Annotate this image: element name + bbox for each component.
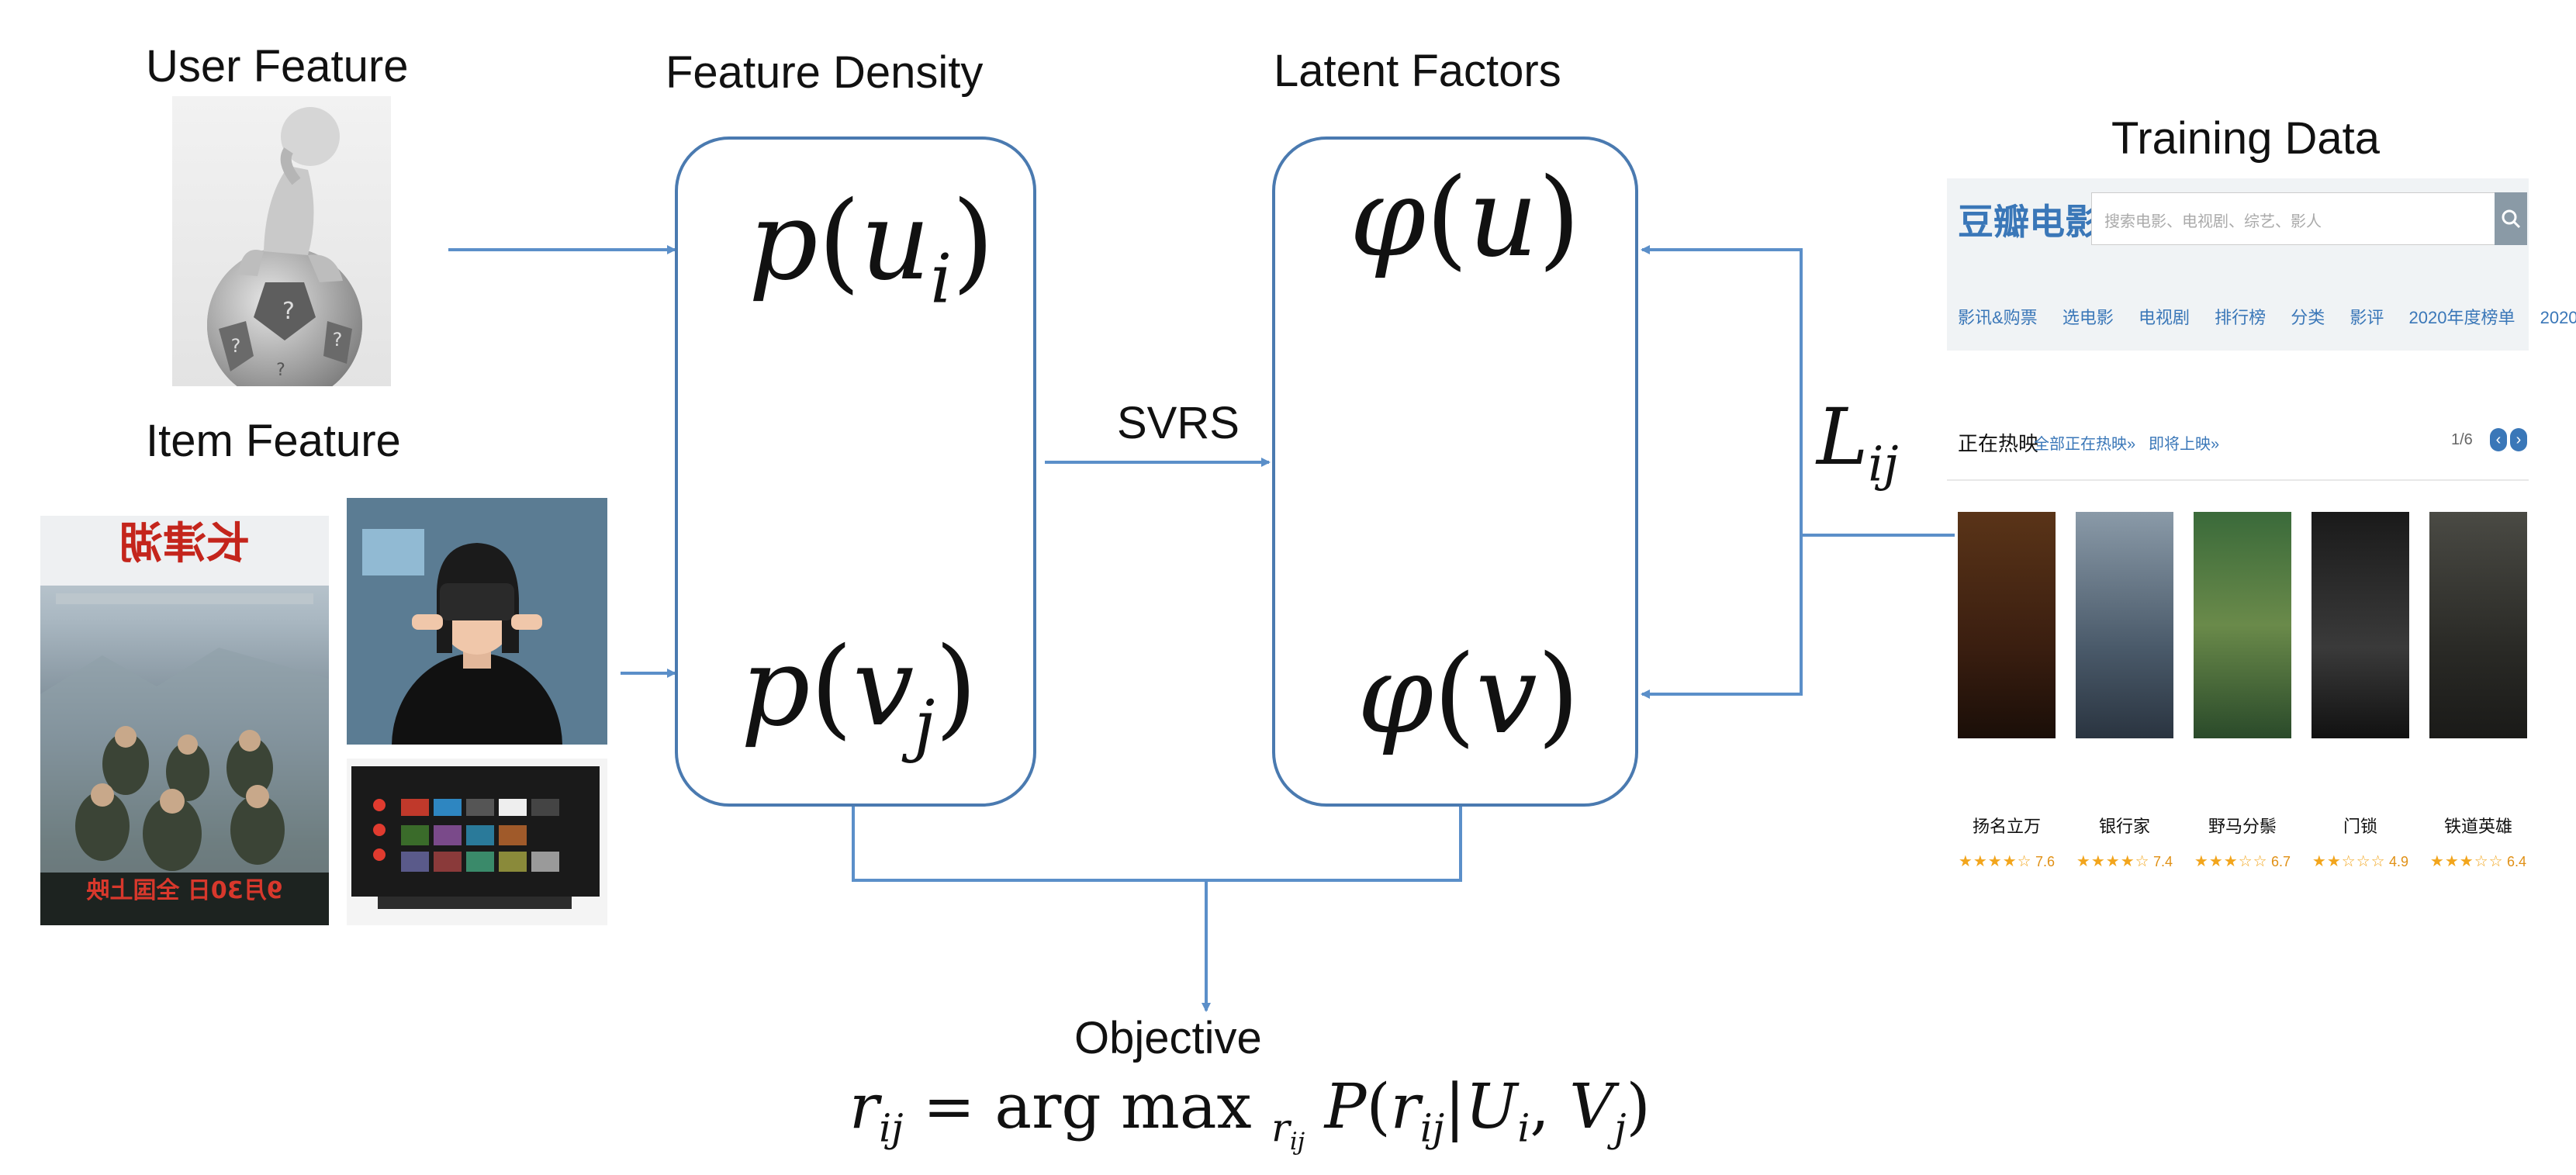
next-page-icon[interactable]: ›	[2510, 428, 2527, 451]
training-data-label: Training Data	[2111, 113, 2381, 164]
movie-rating: ★★☆☆☆ 4.9	[2311, 853, 2409, 870]
douban-nav-item[interactable]: 分类	[2291, 308, 2325, 327]
douban-section-title: 正在热映	[1958, 432, 2039, 455]
rating-stars-icon: ★★★★☆	[1958, 853, 2032, 870]
latent-factors-label: Latent Factors	[1274, 46, 1561, 96]
search-icon[interactable]	[2495, 192, 2527, 245]
movie-title[interactable]: 铁道英雄	[2443, 817, 2512, 836]
vr-user-image	[347, 498, 607, 745]
objective-label: Objective	[1074, 1013, 1262, 1063]
user-feature-label: User Feature	[146, 41, 409, 92]
arrow-training-to-phi-v	[1641, 535, 1803, 699]
douban-link-all[interactable]: 全部正在热映»	[2034, 436, 2136, 453]
svg-text:?: ?	[231, 335, 241, 357]
item-feature-label: Item Feature	[146, 416, 401, 466]
movie-poster-image: 长津湖 9月30日 全国上映	[40, 516, 329, 925]
douban-nav-item[interactable]: 影讯&购票	[1958, 308, 2038, 327]
douban-link-upcoming[interactable]: 即将上映»	[2149, 436, 2220, 453]
feature-density-box	[675, 137, 1036, 807]
movie-poster[interactable]	[2076, 512, 2173, 738]
douban-header: 豆瓣电影 搜索电影、电视剧、综艺、影人 影讯&购票 选电影 电视剧 排行榜 分类…	[1947, 178, 2576, 351]
rating-stars-icon: ★★★★☆	[2076, 853, 2150, 870]
douban-nav-item[interactable]: 电视剧	[2138, 308, 2190, 327]
prev-page-icon[interactable]: ‹	[2490, 428, 2507, 451]
movie-poster[interactable]	[2311, 512, 2409, 738]
svrs-label: SVRS	[1117, 398, 1240, 448]
svg-text:?: ?	[282, 298, 295, 325]
svg-text:长津湖: 长津湖	[119, 519, 250, 569]
user-feature-image: ? ? ? ?	[172, 96, 391, 386]
douban-nav-item[interactable]: 2020年度榜单	[2408, 308, 2515, 327]
movie-rating: ★★★☆☆ 6.7	[2194, 853, 2291, 870]
douban-nav-item[interactable]: 2020书影音报告	[2540, 308, 2576, 327]
svg-text:9月30日 全国上映: 9月30日 全国上映	[86, 877, 282, 904]
movie-rating: ★★★★☆ 7.6	[1958, 853, 2056, 870]
rating-stars-icon: ★★★☆☆	[2429, 853, 2504, 870]
svg-text:?: ?	[333, 329, 343, 351]
p-v-j-formula: p(vj)	[741, 624, 977, 765]
rating-stars-icon: ★★★☆☆	[2194, 853, 2268, 870]
thinking-person-icon: ? ? ? ?	[207, 107, 362, 386]
rating-stars-icon: ★★☆☆☆	[2311, 853, 2386, 870]
douban-nav: 影讯&购票 选电影 电视剧 排行榜 分类 影评 2020年度榜单 2020书影音…	[1958, 304, 2576, 329]
arrow-training-to-phi-u	[1641, 245, 1803, 535]
phi-v-formula: φ(v)	[1357, 632, 1580, 759]
latent-factors-box	[1272, 137, 1638, 807]
phi-u-formula: φ(u)	[1350, 155, 1581, 282]
movie-rating: ★★★☆☆ 6.4	[2429, 853, 2527, 870]
douban-search-input[interactable]: 搜索电影、电视剧、综艺、影人	[2091, 192, 2496, 245]
douban-screenshot: 豆瓣电影 搜索电影、电视剧、综艺、影人 影讯&购票 选电影 电视剧 排行榜 分类…	[1947, 178, 2576, 892]
divider	[1947, 479, 2529, 481]
p-u-i-formula: p(ui)	[749, 178, 994, 319]
douban-pager: 1/6	[2451, 431, 2473, 448]
movie-rating: ★★★★☆ 7.4	[2076, 853, 2173, 870]
movie-poster[interactable]	[2429, 512, 2527, 738]
movie-poster[interactable]	[2194, 512, 2291, 738]
movie-title[interactable]: 扬名立万	[1972, 817, 2041, 836]
l-ij-label: Lij	[1817, 392, 1899, 492]
svg-text:?: ?	[276, 361, 285, 380]
feature-density-label: Feature Density	[666, 47, 984, 98]
douban-nav-item[interactable]: 排行榜	[2215, 308, 2267, 327]
douban-search-placeholder: 搜索电影、电视剧、综艺、影人	[2104, 213, 2322, 230]
objective-formula: rij = arg max rij P(rij|Ui, Vj)	[849, 1070, 1651, 1156]
douban-logo: 豆瓣电影	[1958, 202, 2101, 242]
douban-nav-item[interactable]: 选电影	[2062, 308, 2114, 327]
movie-title[interactable]: 门锁	[2343, 817, 2377, 836]
movie-poster[interactable]	[1958, 512, 2056, 738]
movie-title[interactable]: 银行家	[2098, 817, 2150, 836]
smart-tv-image	[347, 759, 607, 925]
movie-title[interactable]: 野马分鬃	[2208, 817, 2277, 836]
douban-nav-item[interactable]: 影评	[2350, 308, 2384, 327]
line-objective-bracket	[852, 752, 1462, 882]
